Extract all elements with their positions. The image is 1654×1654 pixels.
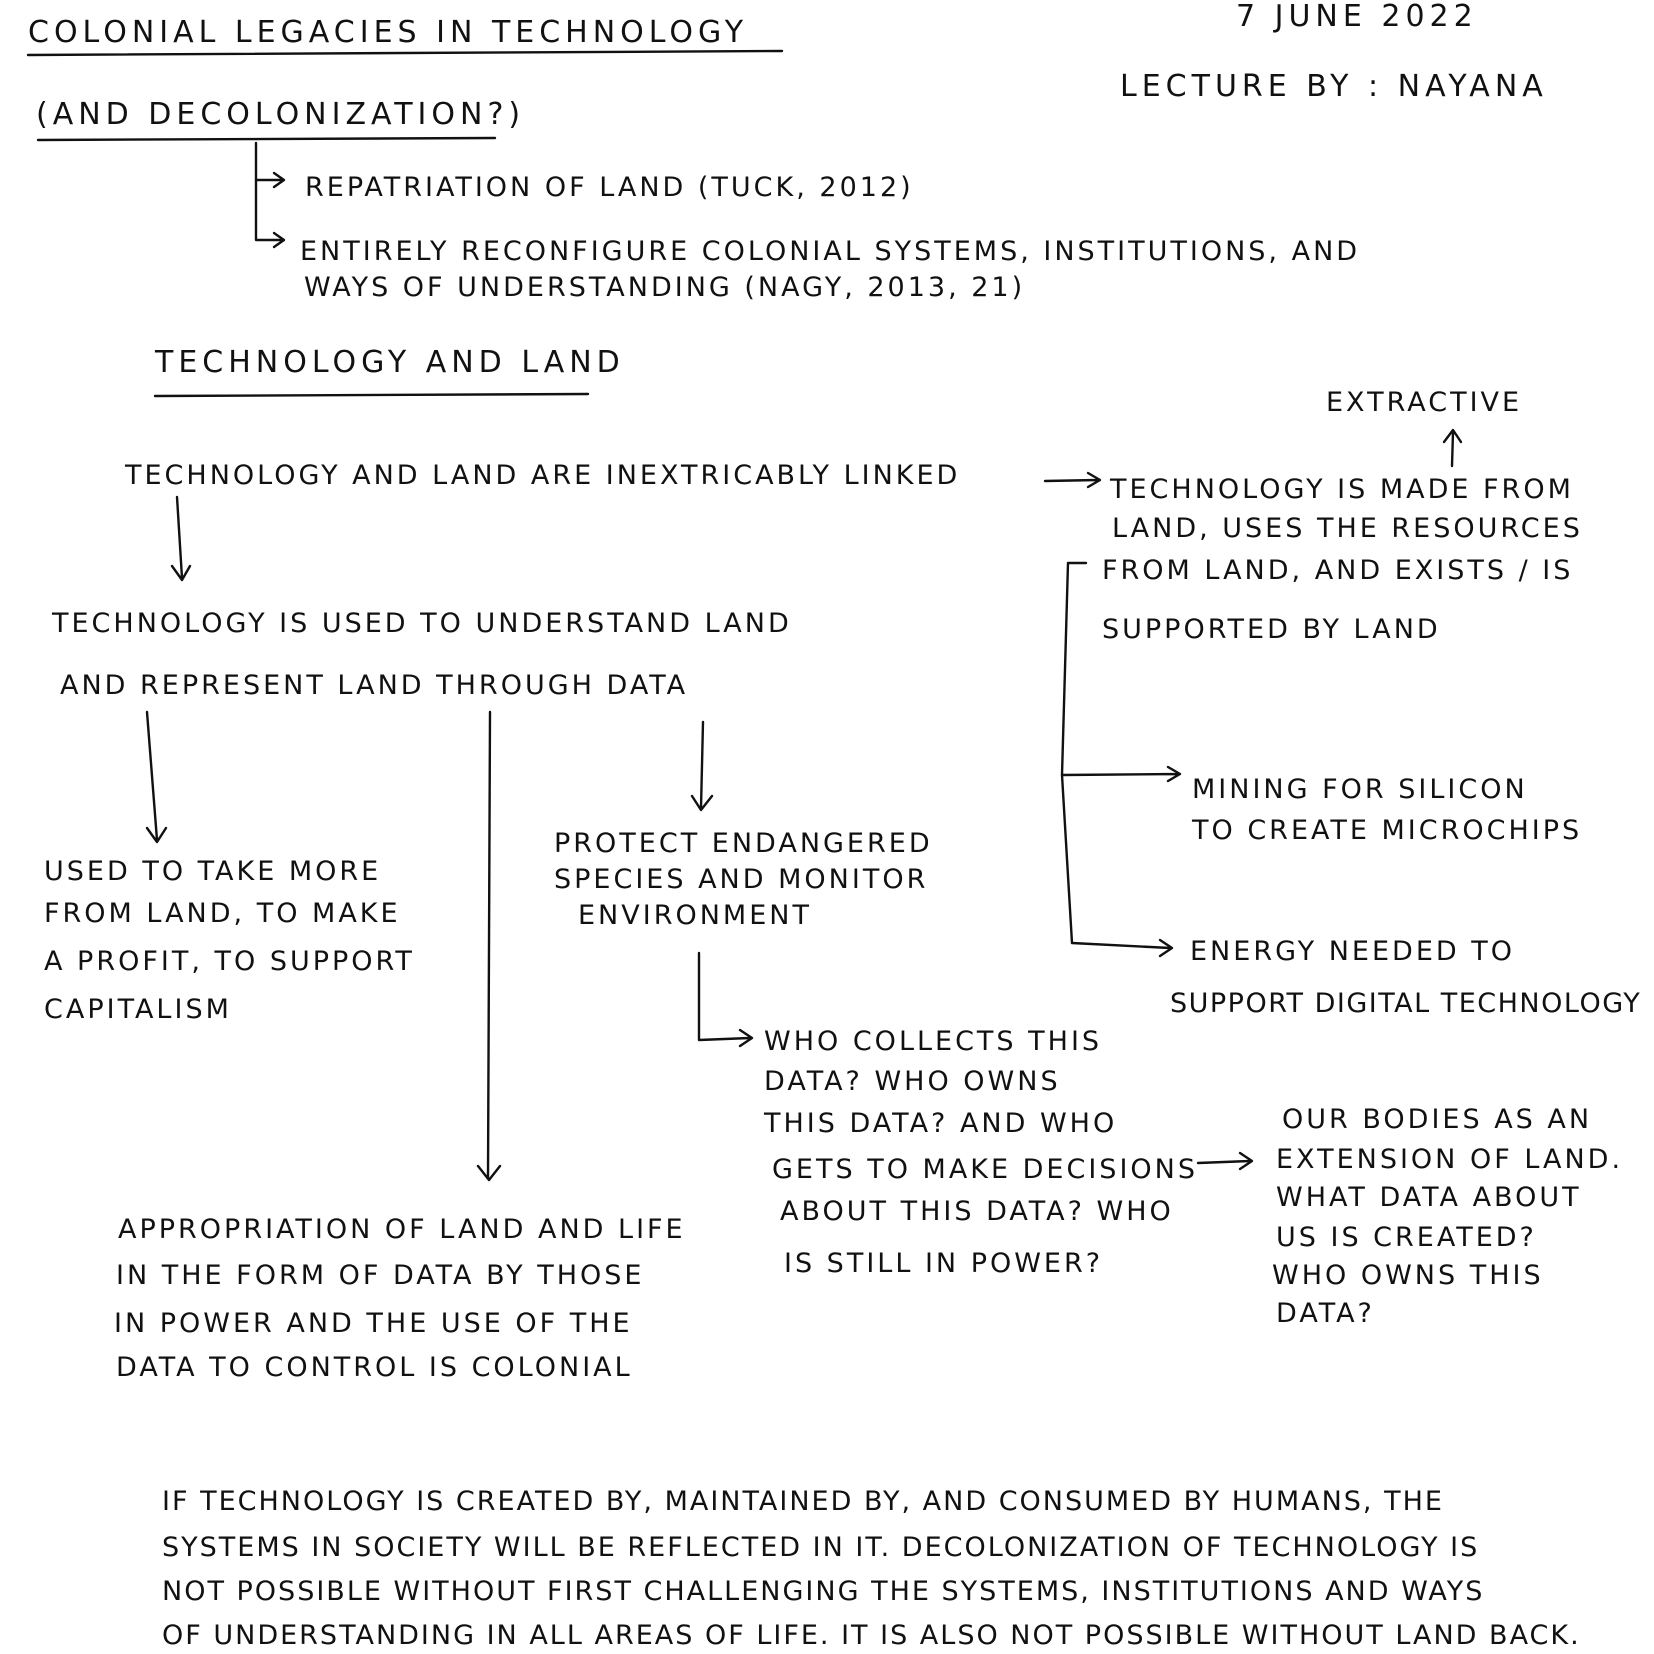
conclusion-line-1: IF TECHNOLOGY IS CREATED BY, MAINTAINED … <box>162 1486 1444 1517</box>
who-collects-line-1: WHO COLLECTS THIS <box>764 1026 1103 1057</box>
mining-line-1: MINING FOR SILICON <box>1192 774 1528 805</box>
our-bodies-line-3: WHAT DATA ABOUT <box>1276 1182 1582 1213</box>
understand-line-2: AND REPRESENT LAND THROUGH DATA <box>60 670 689 701</box>
mining-line-2: TO CREATE MICROCHIPS <box>1192 815 1583 846</box>
arrow-to-extractive <box>1442 428 1463 468</box>
decolonization-bracket <box>254 141 284 242</box>
protect-line-2: SPECIES AND MONITOR <box>554 864 929 895</box>
title: COLONIAL LEGACIES IN TECHNOLOGY <box>28 15 749 50</box>
who-collects-line-2: DATA? WHO OWNS <box>764 1066 1061 1097</box>
energy-line-2: SUPPORT DIGITAL TECHNOLOGY <box>1170 988 1642 1019</box>
point-ways: WAYS OF UNDERSTANDING (NAGY, 2013, 21) <box>304 272 1026 303</box>
protect-line-3: ENVIRONMENT <box>578 900 812 931</box>
section-underline <box>153 392 590 398</box>
appropriation-line-3: IN POWER AND THE USE OF THE <box>114 1308 633 1339</box>
arrowhead-to-energy <box>1158 938 1174 958</box>
arrow-repatriation <box>254 171 286 189</box>
our-bodies-line-1: OUR BODIES AS AN <box>1282 1104 1593 1135</box>
take-more-line-2: FROM LAND, TO MAKE <box>44 898 401 929</box>
appropriation-line-1: APPROPRIATION OF LAND AND LIFE <box>118 1214 686 1245</box>
arrow-to-take-more <box>145 710 168 844</box>
protect-line-1: PROTECT ENDANGERED <box>554 828 933 859</box>
subtitle-underline <box>36 136 497 142</box>
take-more-line-4: CAPITALISM <box>44 994 232 1025</box>
who-collects-line-3: THIS DATA? AND WHO <box>764 1108 1118 1139</box>
subtitle: (AND DECOLONIZATION?) <box>36 97 526 132</box>
made-from-line-4: SUPPORTED BY LAND <box>1102 614 1441 645</box>
energy-line-1: ENERGY NEEDED TO <box>1190 936 1516 967</box>
made-from-line-2: LAND, USES THE RESOURCES <box>1112 513 1583 544</box>
conclusion-line-4: OF UNDERSTANDING IN ALL AREAS OF LIFE. I… <box>162 1620 1581 1651</box>
take-more-line-1: USED TO TAKE MORE <box>44 856 382 887</box>
conclusion-line-3: NOT POSSIBLE WITHOUT FIRST CHALLENGING T… <box>162 1576 1485 1607</box>
date: 7 JUNE 2022 <box>1236 0 1478 34</box>
arrowhead-reconfigure <box>272 231 286 249</box>
appropriation-line-4: DATA TO CONTROL IS COLONIAL <box>116 1352 633 1383</box>
lecturer: LECTURE BY : NAYANA <box>1120 69 1548 104</box>
take-more-line-3: A PROFIT, TO SUPPORT <box>44 946 415 977</box>
arrow-to-understand <box>170 495 192 582</box>
who-collects-line-4: GETS TO MAKE DECISIONS <box>772 1154 1198 1185</box>
section-heading: TECHNOLOGY AND LAND <box>155 345 625 380</box>
conclusion-line-2: SYSTEMS IN SOCIETY WILL BE REFLECTED IN … <box>162 1532 1480 1563</box>
arrow-to-who-collects <box>697 951 754 1048</box>
made-from-line-3: FROM LAND, AND EXISTS / IS <box>1102 555 1574 586</box>
arrow-to-appropriation <box>476 710 502 1182</box>
appropriation-line-2: IN THE FORM OF DATA BY THOSE <box>116 1260 645 1291</box>
made-from-line-1: TECHNOLOGY IS MADE FROM <box>1110 474 1574 505</box>
our-bodies-line-2: EXTENSION OF LAND. <box>1276 1144 1624 1175</box>
our-bodies-line-5: WHO OWNS THIS <box>1272 1260 1544 1291</box>
arrow-to-protect <box>690 720 714 812</box>
extractive-label: EXTRACTIVE <box>1326 387 1523 418</box>
arrow-to-our-bodies <box>1196 1151 1254 1171</box>
title-underline <box>26 49 784 57</box>
arrow-to-made-from <box>1043 471 1102 489</box>
arrow-to-mining <box>1060 765 1182 783</box>
who-collects-line-6: IS STILL IN POWER? <box>784 1248 1104 1279</box>
point-reconfigure: ENTIRELY RECONFIGURE COLONIAL SYSTEMS, I… <box>300 236 1361 267</box>
understand-line-1: TECHNOLOGY IS USED TO UNDERSTAND LAND <box>52 608 792 639</box>
our-bodies-line-6: DATA? <box>1276 1298 1375 1329</box>
our-bodies-line-4: US IS CREATED? <box>1276 1222 1537 1253</box>
point-repatriation: REPATRIATION OF LAND (TUCK, 2012) <box>305 172 914 203</box>
main-statement: TECHNOLOGY AND LAND ARE INEXTRICABLY LIN… <box>125 460 961 491</box>
who-collects-line-5: ABOUT THIS DATA? WHO <box>780 1196 1174 1227</box>
